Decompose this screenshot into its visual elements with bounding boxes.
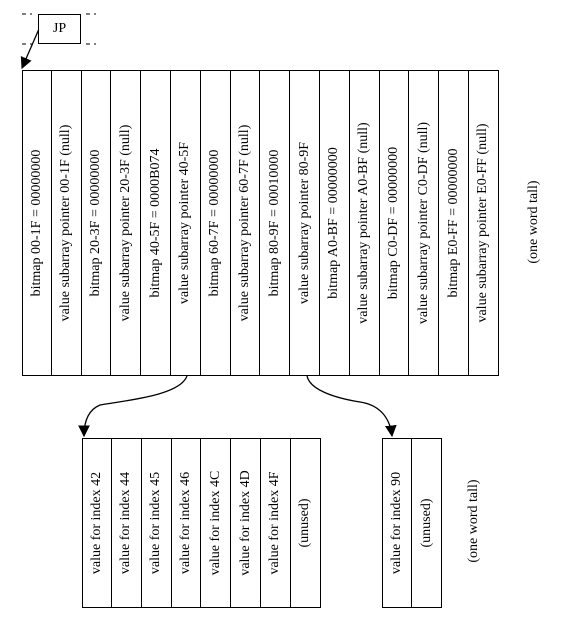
top-cell-bitmap-80-9f: bitmap 80-9F = 00010000 (260, 70, 291, 376)
top-cell-bitmap-40-5f: bitmap 40-5F = 0000B074 (141, 70, 171, 376)
top-cell-bitmap-a0-bf: bitmap A0-BF = 00000000 (319, 70, 350, 376)
top-cell-pointer-c0-df: value subarray pointer C0-DF (null) (409, 70, 440, 376)
subarray-size-note: (one word tall) (466, 479, 481, 563)
top-cell-bitmap-60-7f: bitmap 60-7F = 00000000 (200, 70, 231, 376)
subarray-40-5f-cell: value for index 45 (141, 438, 172, 608)
subarray-40-5f-unused-cell: (unused) (290, 438, 321, 608)
top-cell-pointer-a0-bf: value subarray pointer A0-BF (null) (349, 70, 380, 376)
top-level-array: bitmap 00-1F = 00000000 value subarray p… (22, 70, 499, 376)
jp-label: JP (52, 21, 67, 36)
subarray-80-9f: value for index 90 (unused) (382, 438, 442, 608)
top-array-size-note: (one word tall) (526, 180, 541, 264)
top-cell-pointer-60-7f: value subarray pointer 60-7F (null) (230, 70, 261, 376)
top-cell-pointer-e0-ff: value subarray pointer E0-FF (null) (468, 70, 499, 376)
subarray-40-5f: value for index 42 value for index 44 va… (82, 438, 321, 608)
subarray-40-5f-cell: value for index 4D (231, 438, 262, 608)
top-cell-bitmap-00-1f: bitmap 00-1F = 00000000 (22, 70, 52, 376)
top-cell-pointer-00-1f: value subarray pointer 00-1F (null) (51, 70, 82, 376)
top-cell-bitmap-20-3f: bitmap 20-3F = 00000000 (81, 70, 112, 376)
subarray-80-9f-unused-cell: (unused) (412, 438, 442, 608)
top-cell-pointer-20-3f: value subarray pointer 20-3F (null) (111, 70, 142, 376)
top-cell-pointer-40-5f: value subarray pointer 40-5F (170, 70, 201, 376)
subarray-80-9f-cell: value for index 90 (382, 438, 412, 608)
subarray-40-5f-cell: value for index 4F (261, 438, 291, 608)
top-cell-pointer-80-9f: value subarray pointer 80-9F (290, 70, 320, 376)
subarray-40-5f-cell: value for index 46 (171, 438, 202, 608)
subarray-80-9f-pointer-arrow (306, 375, 397, 438)
subarray-40-5f-pointer-arrow (78, 375, 188, 438)
top-cell-bitmap-e0-ff: bitmap E0-FF = 00000000 (439, 70, 469, 376)
subarray-40-5f-cell: value for index 44 (111, 438, 142, 608)
subarray-40-5f-cell: value for index 42 (82, 438, 112, 608)
top-cell-bitmap-c0-df: bitmap C0-DF = 00000000 (379, 70, 410, 376)
jp-node: JP (38, 14, 81, 44)
subarray-40-5f-cell: value for index 4C (201, 438, 232, 608)
